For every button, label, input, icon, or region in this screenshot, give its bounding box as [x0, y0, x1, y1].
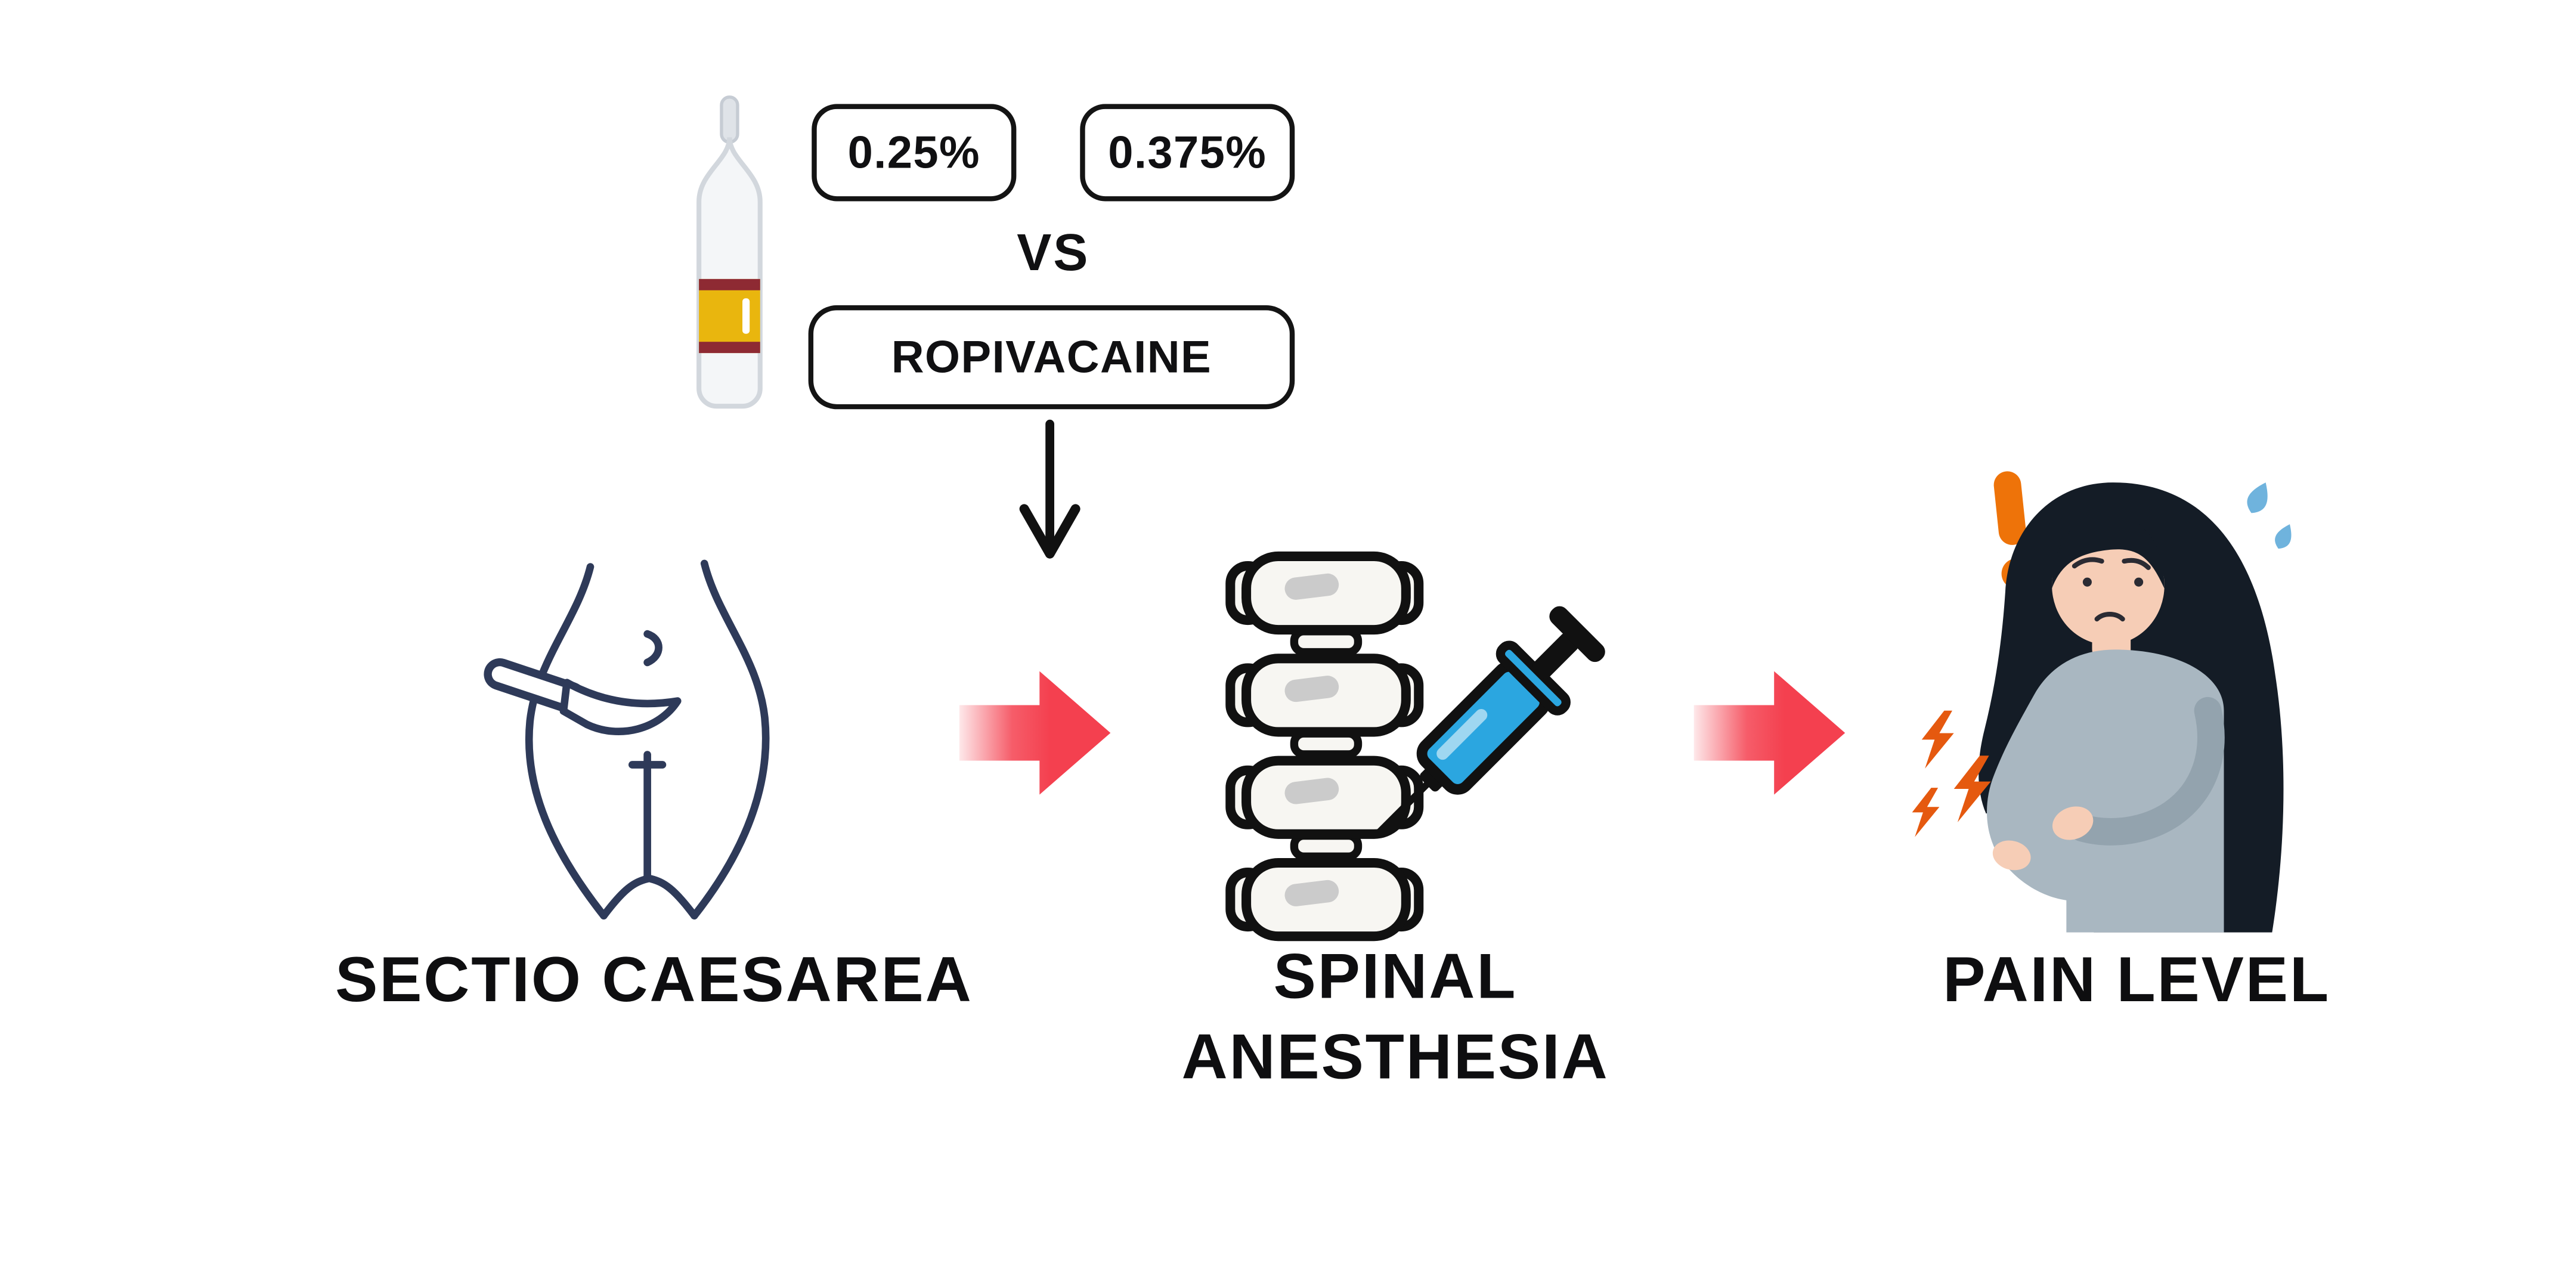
vs-text: VS — [1017, 223, 1090, 282]
ampoule-icon — [681, 92, 778, 414]
spine-syringe-icon — [1218, 547, 1617, 946]
down-arrow-icon — [1013, 419, 1087, 560]
pain-bolts-icon — [1912, 710, 1991, 837]
vs-label: VS — [936, 218, 1171, 289]
anesthesia-text: ANESTHESIA — [1181, 1023, 1609, 1094]
flow-arrow-2-svg — [1693, 671, 1846, 795]
step-label-spinal-anesthesia: SPINAL ANESTHESIA — [1144, 939, 1647, 1100]
ampoule-icon-svg — [696, 95, 763, 409]
sectio-caesarea-text: SECTIO CAESAREA — [335, 946, 973, 1017]
dress — [1987, 649, 2224, 933]
concentration-2-label: 0.375% — [1108, 126, 1267, 177]
arm — [2069, 696, 2225, 846]
cesarean-section-svg — [484, 559, 770, 919]
bangs — [2052, 514, 2165, 589]
cesarean-section-icon — [466, 557, 822, 922]
flow-arrow-1-svg — [959, 671, 1111, 795]
spinal-text: SPINAL — [1273, 942, 1518, 1013]
syringe — [1374, 606, 1605, 837]
hand — [1992, 840, 2031, 871]
concentration-box-2: 0.375% — [1080, 104, 1295, 202]
concentration-box-1: 0.25% — [812, 104, 1017, 202]
flow-arrow-icon — [1693, 658, 1849, 809]
face-features — [2072, 557, 2151, 622]
drug-name-label: ROPIVACAINE — [891, 331, 1212, 382]
step-label-sectio-caesarea: SECTIO CAESAREA — [302, 943, 1006, 1023]
down-arrow-svg — [1019, 419, 1080, 559]
pregnant-woman-pain-svg — [1912, 471, 2292, 933]
step-label-pain-level: PAIN LEVEL — [1885, 943, 2388, 1023]
hand — [2052, 806, 2094, 840]
flow-arrow-icon — [959, 658, 1114, 809]
drug-name-box: ROPIVACAINE — [808, 305, 1295, 410]
pain-level-text: PAIN LEVEL — [1943, 946, 2330, 1017]
concentration-1-label: 0.25% — [847, 126, 980, 177]
sweat-drops-icon — [2247, 482, 2292, 549]
spine-syringe-svg — [1225, 551, 1605, 942]
pregnant-woman-pain-icon — [1909, 470, 2311, 933]
